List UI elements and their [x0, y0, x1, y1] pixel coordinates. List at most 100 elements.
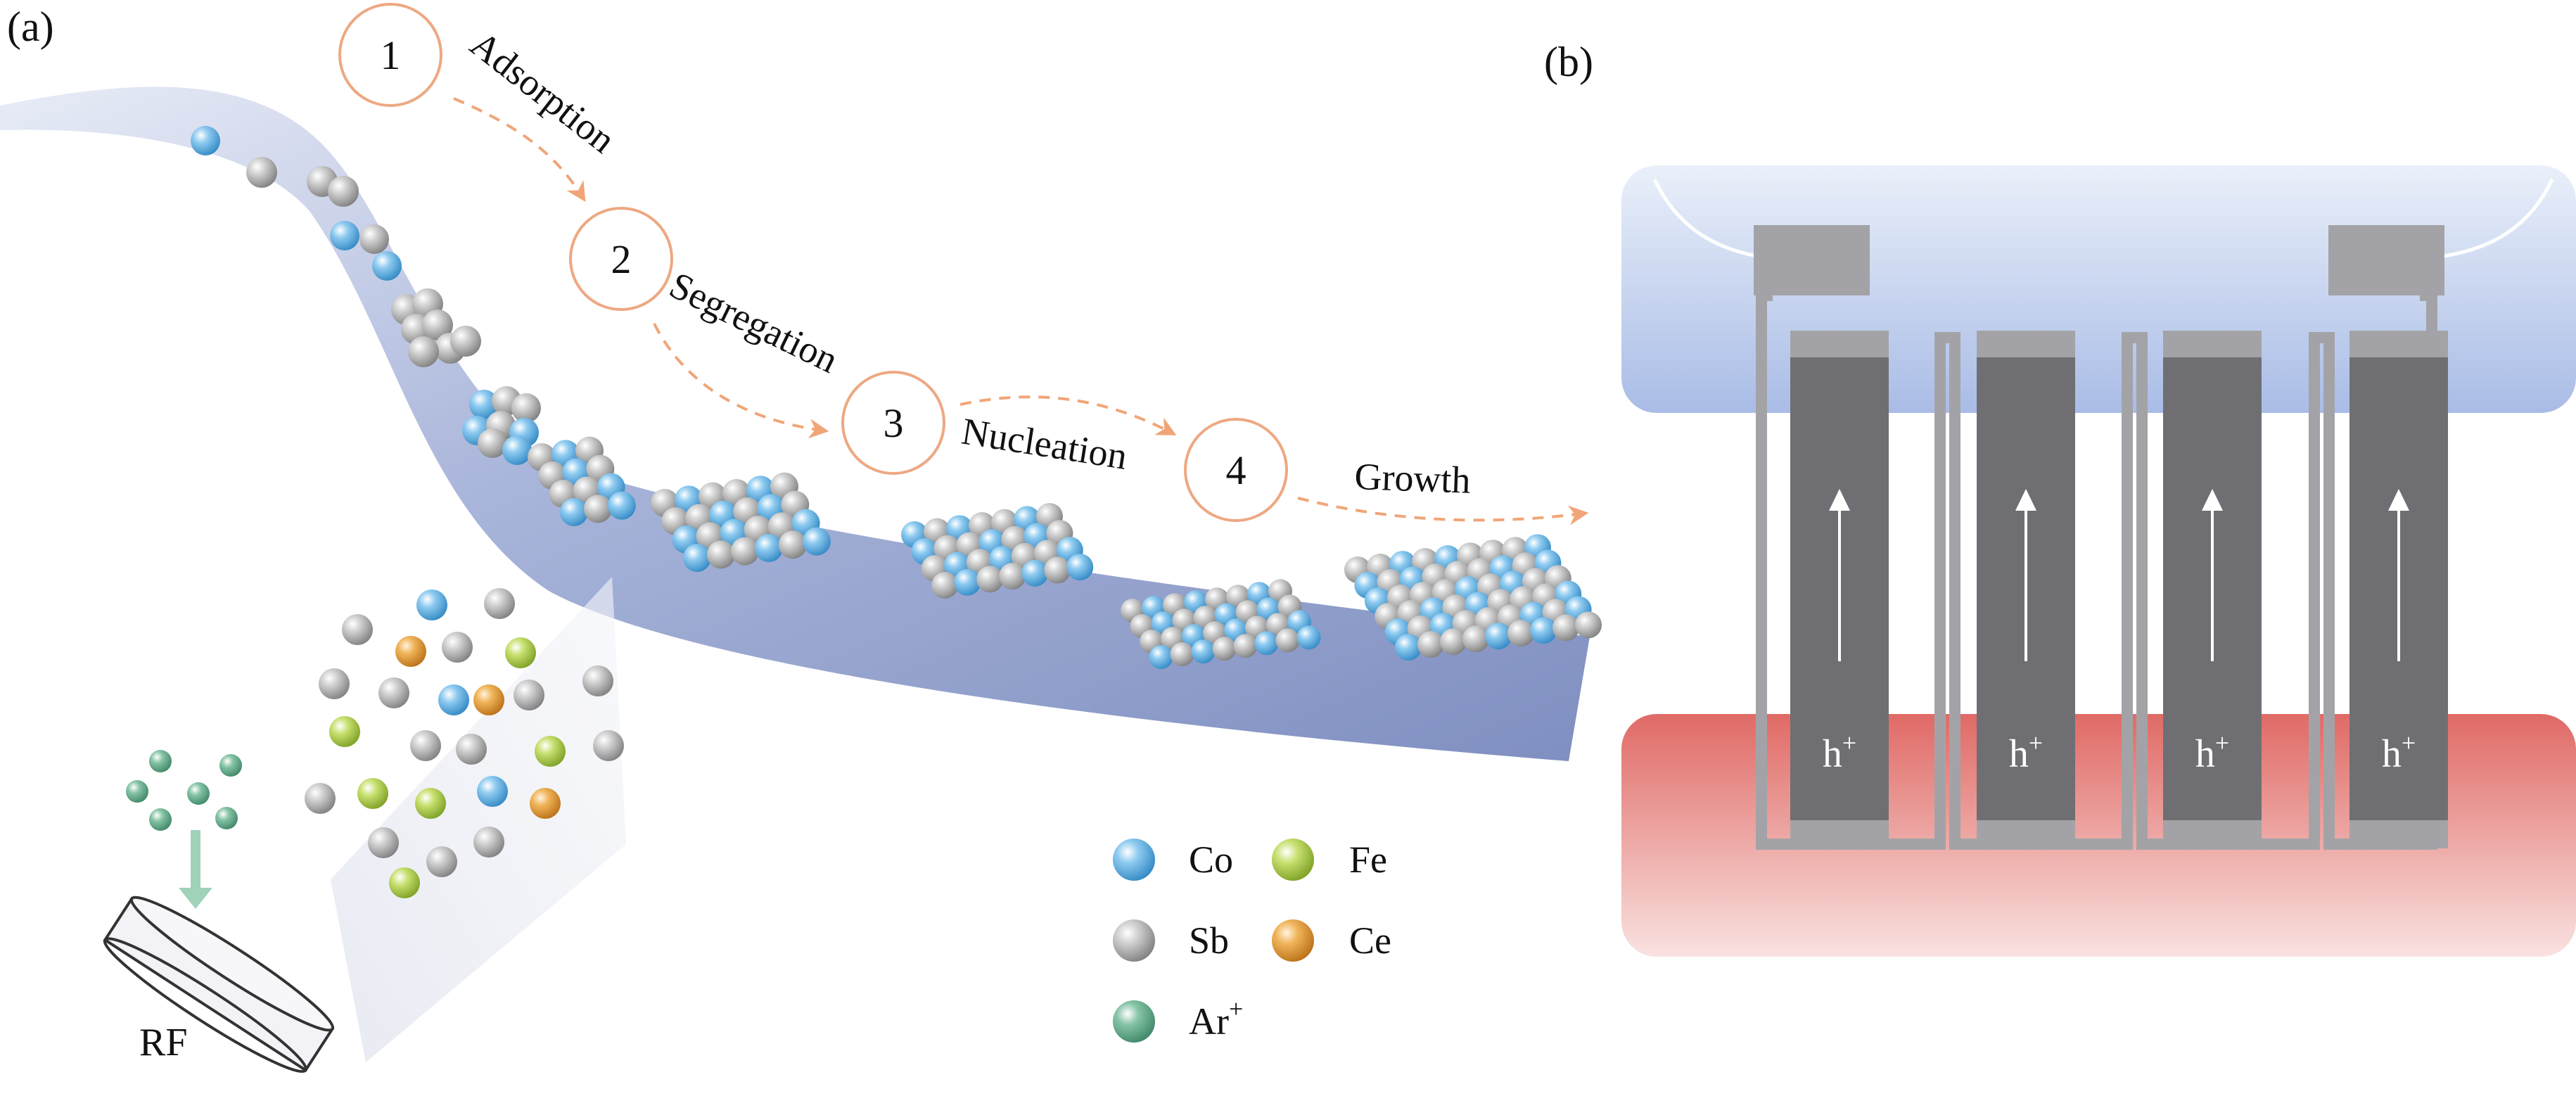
leg-1-top-contact [1790, 331, 1889, 359]
atom-layer [126, 126, 1602, 898]
fe-atom [329, 716, 360, 747]
fe-atom [389, 867, 420, 898]
legend-sb-swatch [1113, 919, 1155, 962]
sb-atom [1275, 628, 1300, 653]
sb-atom [1575, 611, 1602, 639]
sb-atom [408, 336, 439, 367]
leg-3: h+ [2163, 331, 2262, 848]
co-atom [559, 498, 588, 526]
legend-co-swatch [1113, 839, 1155, 881]
step-1: 1 [338, 3, 442, 107]
sb-atom [328, 176, 359, 207]
legend-ce-swatch [1272, 919, 1314, 962]
legend-ar-swatch [1113, 1000, 1155, 1043]
sb-atom [426, 846, 457, 877]
sb-atom [422, 310, 453, 340]
sb-atom [931, 572, 959, 599]
step-1-number: 1 [381, 32, 401, 78]
legend-ce-label: Ce [1349, 919, 1391, 962]
substrate-ribbon [0, 87, 1590, 761]
sb-atom [976, 566, 1004, 593]
legend-item-co: Co [1113, 839, 1233, 881]
leg-2: h+ [1977, 331, 2075, 848]
co-atom [802, 527, 831, 556]
co-atom [1395, 634, 1422, 661]
step-3-number: 3 [884, 400, 904, 446]
sb-atom [456, 734, 487, 765]
step-1-circle [338, 3, 442, 107]
legend-fe-swatch [1272, 839, 1314, 881]
contact-pad-left [1754, 225, 1870, 295]
sb-atom [484, 588, 515, 619]
interconnect-wire [1756, 290, 2437, 850]
sb-atom [342, 614, 373, 645]
legend: Co Fe Sb Ce Ar+ [1113, 839, 1391, 1043]
sb-atom [706, 540, 735, 569]
leg-2-carrier-label: h+ [2009, 729, 2043, 776]
co-atom [1149, 645, 1173, 669]
co-atom [754, 533, 783, 562]
co-atom [330, 221, 359, 250]
co-atom [191, 126, 220, 155]
sb-atom [1507, 620, 1534, 647]
step-4-number: 4 [1226, 447, 1246, 493]
legend-ar-label: Ar+ [1189, 995, 1243, 1043]
step-2-circle [569, 207, 673, 311]
co-atom [954, 568, 981, 596]
sb-atom [514, 680, 544, 711]
sb-atom [1440, 628, 1467, 656]
sb-atom [999, 563, 1026, 590]
step-4: 4 [1184, 418, 1288, 522]
co-atom [682, 544, 711, 572]
co-atom [1254, 631, 1279, 656]
ce-atom [530, 788, 561, 819]
leg-2-bottom-contact [1977, 820, 2075, 848]
step-4-circle [1184, 418, 1288, 522]
co-atom [372, 251, 402, 281]
co-atom [477, 776, 508, 807]
sb-atom [511, 393, 541, 423]
step-2-number: 2 [611, 236, 632, 282]
sb-atom [450, 326, 481, 357]
contact-pad-right [2328, 225, 2444, 295]
ar-atom [215, 807, 238, 829]
leg-2-top-contact [1977, 331, 2075, 359]
sb-atom [473, 827, 504, 858]
co-atom [1066, 554, 1094, 581]
sb-atom [778, 530, 807, 559]
leg-4: h+ [2349, 331, 2448, 848]
arrow-3-to-4 [959, 395, 1177, 435]
sb-atom [378, 677, 409, 708]
step-2: 2 [569, 207, 673, 311]
sb-atom [1552, 614, 1579, 642]
co-atom [438, 684, 469, 715]
ar-atom [126, 780, 148, 803]
sb-atom [442, 632, 473, 663]
legend-item-ce: Ce [1272, 919, 1391, 962]
co-atom [1021, 559, 1049, 587]
co-atom [469, 390, 499, 419]
ar-atom [149, 750, 172, 772]
sb-atom [1417, 631, 1444, 658]
sb-atom [246, 157, 277, 188]
legend-item-ar: Ar+ [1113, 995, 1243, 1043]
rf-label: RF [139, 1021, 188, 1064]
legend-item-fe: Fe [1272, 839, 1387, 881]
leg-2-arrowhead [2015, 489, 2036, 511]
leg-3-carrier-label: h+ [2195, 729, 2229, 776]
leg-3-bottom-contact [2163, 820, 2262, 848]
step-3-label: Nucleation [959, 410, 1130, 478]
ce-atom [395, 636, 426, 667]
arrow-2-to-3 [653, 323, 829, 439]
leg-4-arrowhead [2388, 489, 2409, 511]
fe-atom [357, 778, 388, 809]
co-atom [1191, 639, 1216, 664]
leg-4-top-contact [2349, 331, 2448, 359]
arrow-4-to-end [1297, 497, 1589, 525]
leg-1: h+ [1790, 331, 1889, 848]
step-3: 3 [841, 371, 945, 475]
sputter-beam [331, 577, 626, 1062]
co-atom [607, 491, 636, 520]
panel-a-label: (a) [7, 4, 54, 50]
